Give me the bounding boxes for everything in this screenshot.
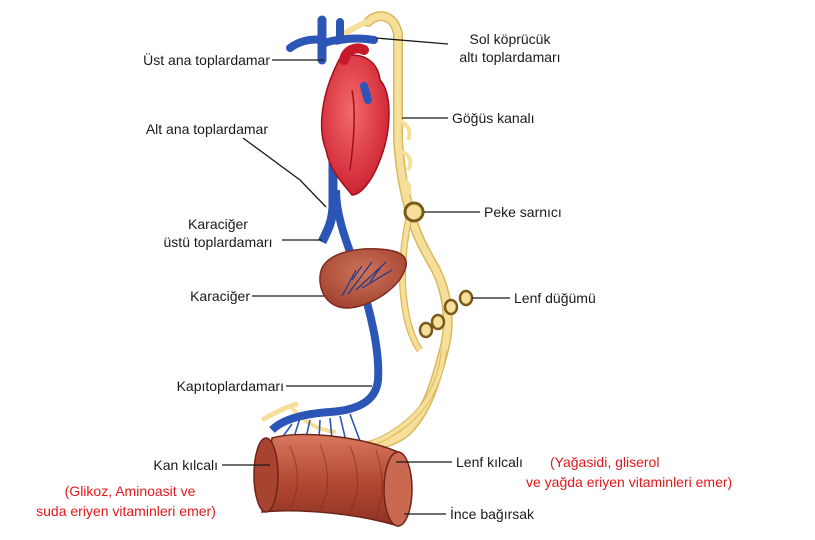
liver xyxy=(319,248,408,309)
small-intestine xyxy=(253,433,413,528)
label-alt-ana-toplardamar: Alt ana toplardamar xyxy=(146,121,269,137)
right-labels: Sol köprücük altı toplardamarı Göğüs kan… xyxy=(450,31,732,522)
label-sol-kopruculuk-line1: Sol köprücük xyxy=(470,31,552,47)
label-lenf-dugumu: Lenf düğümü xyxy=(514,290,596,306)
label-peke-sarnici: Peke sarnıcı xyxy=(484,204,562,220)
label-lenf-kilcali: Lenf kılcalı xyxy=(456,454,523,470)
label-karaciger-ustu-line2: üstü toplardamarı xyxy=(164,234,273,250)
label-kan-kilcali: Kan kılcalı xyxy=(153,457,218,473)
cisterna-chyli xyxy=(403,201,425,223)
inferior-vena-cava xyxy=(317,120,338,245)
label-ust-ana-toplardamar: Üst ana toplardamar xyxy=(143,51,270,68)
label-gogus-kanali: Göğüs kanalı xyxy=(452,110,535,126)
note-kan-line2: suda eriyen vitaminleri emer) xyxy=(36,503,216,519)
left-labels: Üst ana toplardamar Alt ana toplardamar … xyxy=(36,51,284,519)
label-sol-kopruculuk-line2: altı toplardamarı xyxy=(459,49,560,65)
note-lenf-line2: ve yağda eriyen vitaminleri emer) xyxy=(526,474,732,490)
label-karaciger: Karaciğer xyxy=(190,288,250,304)
leader-lines xyxy=(222,37,510,515)
note-lenf-line1: (Yağasidi, gliserol xyxy=(550,454,659,470)
note-kan-line1: (Glikoz, Aminoasit ve xyxy=(65,483,196,499)
portal-vein xyxy=(269,189,383,434)
label-ince-bagirsak: İnce bağırsak xyxy=(450,505,535,522)
heart xyxy=(320,43,390,196)
lymph-system xyxy=(260,11,474,452)
label-karaciger-ustu-line1: Karaciğer xyxy=(188,216,248,232)
label-kapitoplardamari: Kapıtoplardamarı xyxy=(177,378,284,394)
lymph-nodes xyxy=(418,289,474,339)
